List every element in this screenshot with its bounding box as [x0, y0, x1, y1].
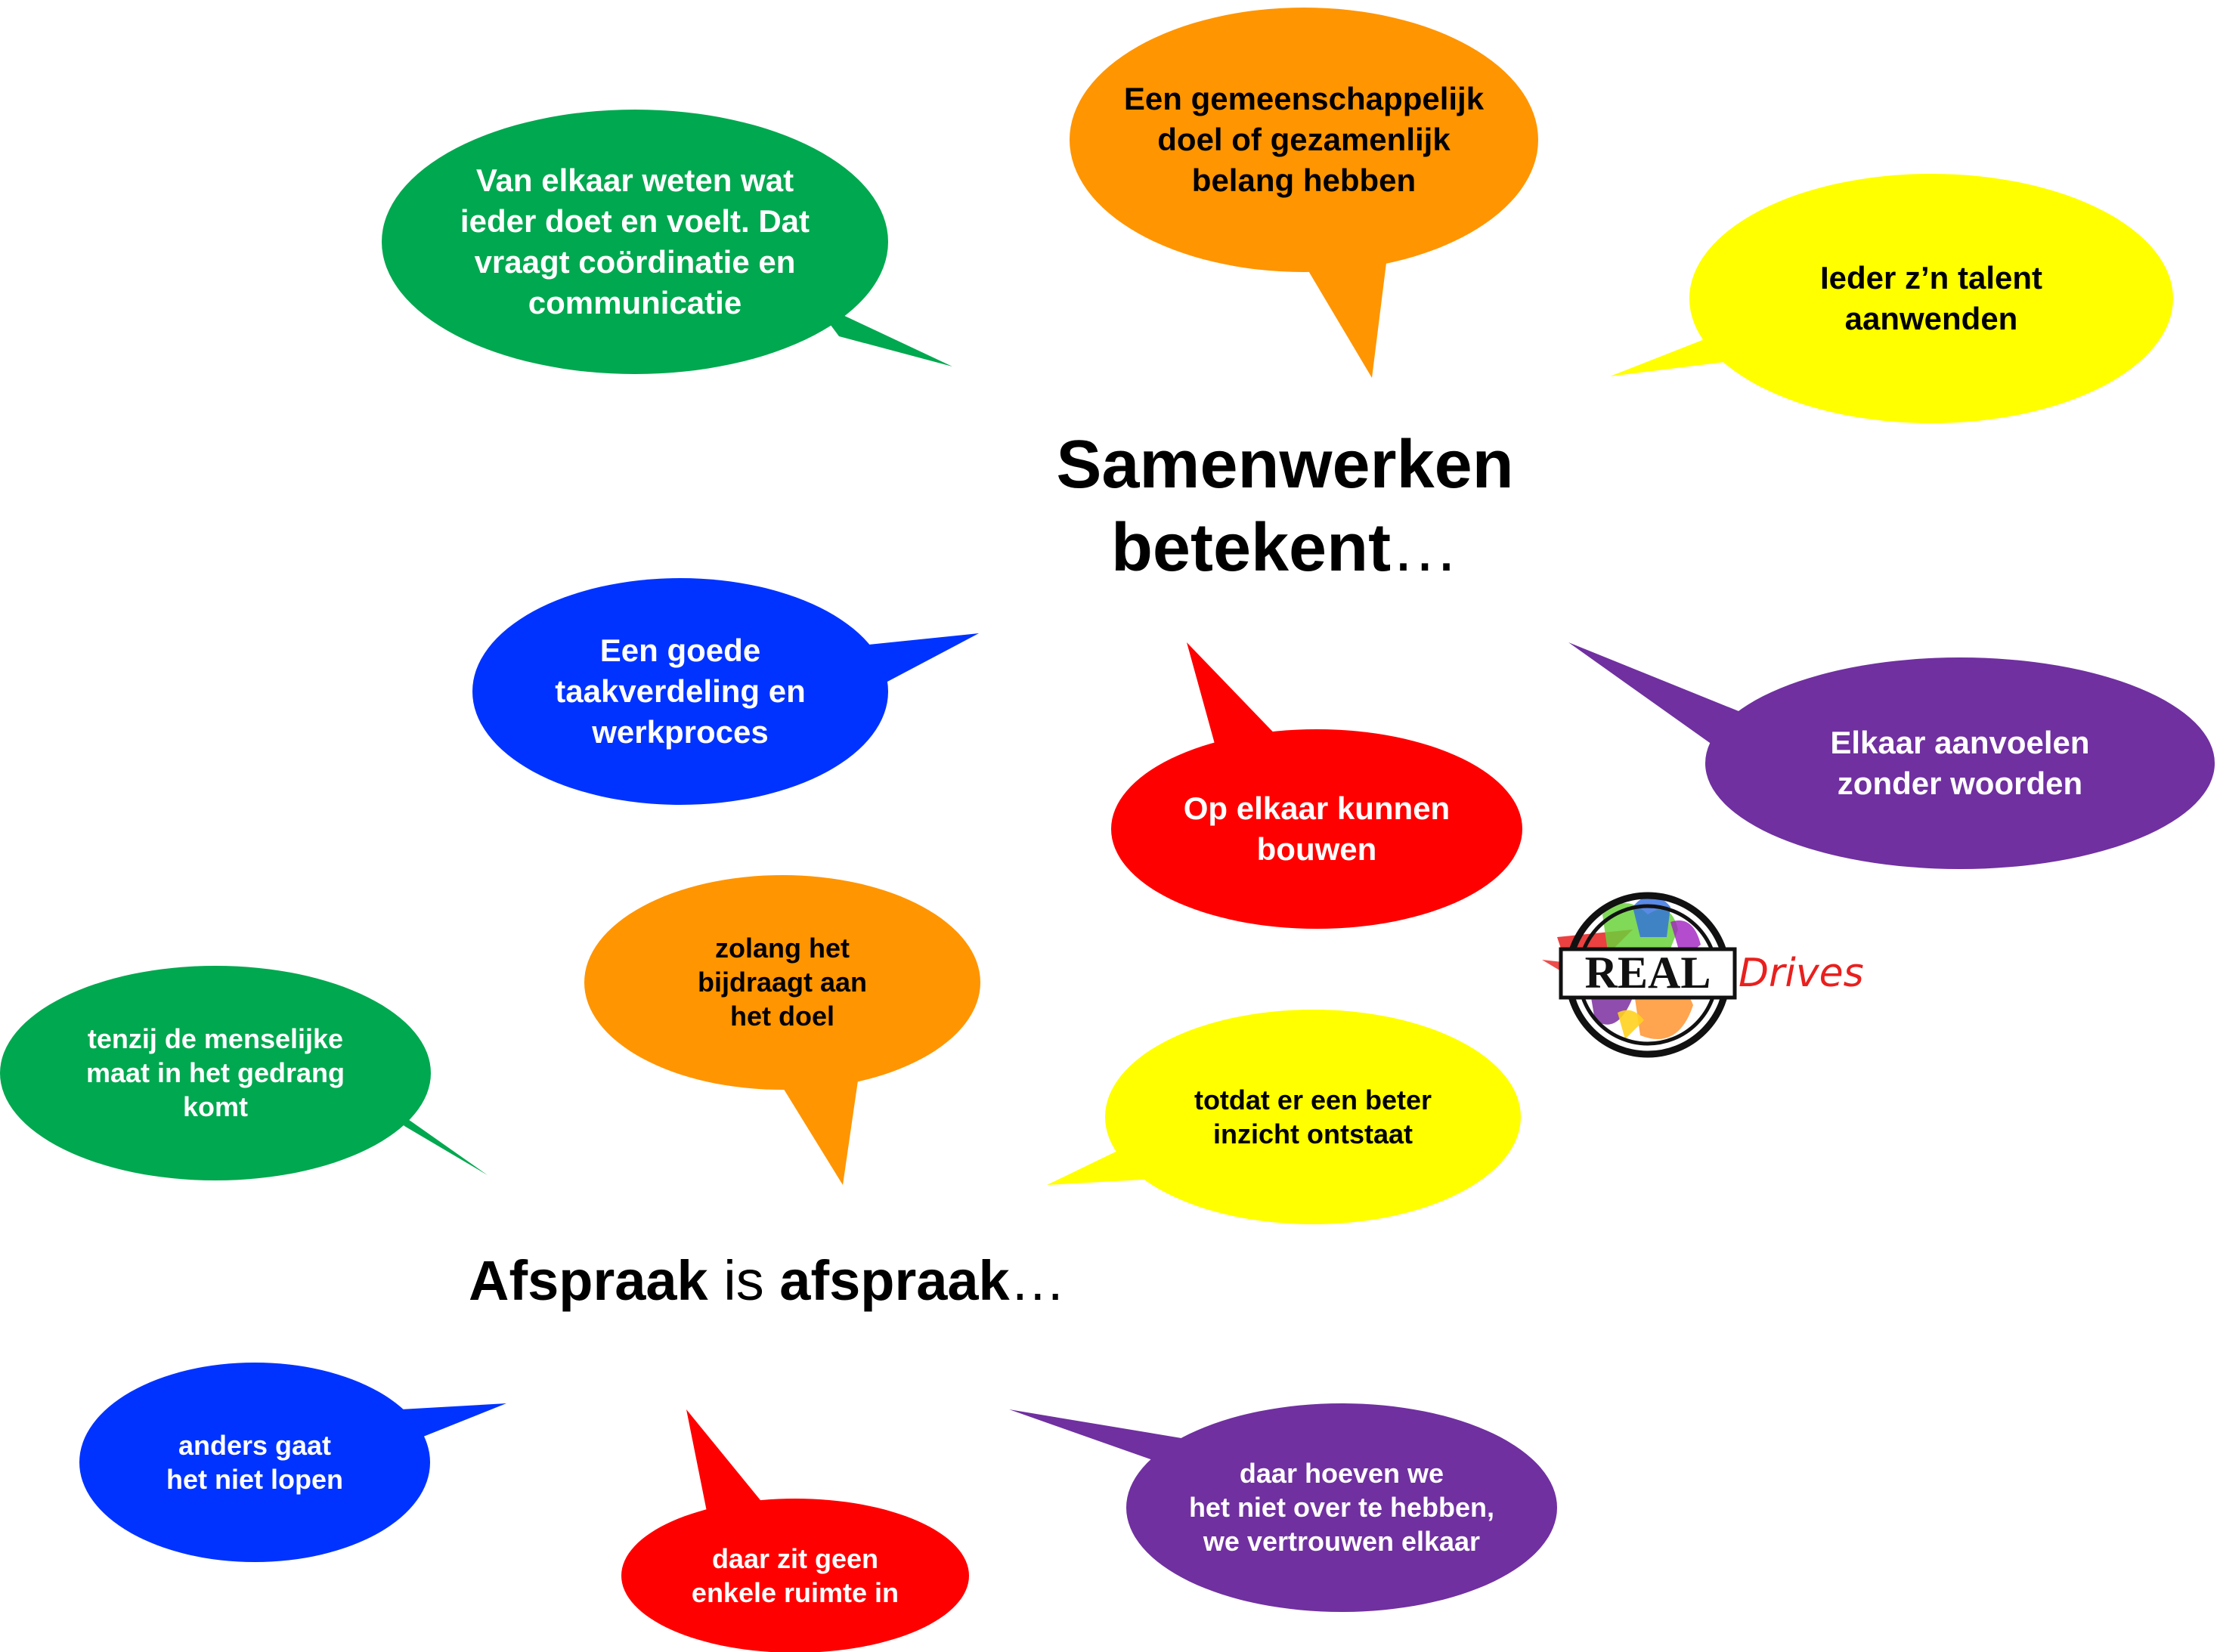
speech-bubble-body — [1070, 8, 1538, 272]
speech-bubble-body — [621, 1499, 969, 1652]
speech-bubble-elkaar-aanvoelen — [1568, 642, 2215, 869]
logo-word-drives: Drives — [1739, 951, 1864, 996]
speech-bubble-body — [1689, 174, 2173, 423]
speech-bubble-talent-aanwenden — [1610, 174, 2173, 423]
second-title-word3: afspraak — [779, 1249, 1010, 1312]
logo-word-real: REAL — [1585, 948, 1711, 998]
speech-bubble-text-goede-taakverdeling: Een goede taakverdeling en werkproces — [555, 633, 806, 750]
real-drives-logo: REAL Drives — [1542, 892, 1864, 1058]
speech-bubble-body — [1111, 729, 1522, 929]
speech-bubble-text-tenzij-menselijke-maat: tenzij de menselijke maat in het gedrang… — [85, 1023, 345, 1123]
speech-bubble-body — [382, 110, 888, 374]
speech-bubble-text-gemeenschappelijk-doel: Een gemeenschappelijk doel of gezamenlij… — [1123, 81, 1485, 198]
speech-bubble-body — [79, 1363, 430, 1562]
speech-bubble-text-op-elkaar-bouwen: Op elkaar kunnen bouwen — [1183, 790, 1451, 867]
speech-bubble-tail — [779, 1081, 858, 1185]
second-title-ellipsis: … — [1009, 1249, 1066, 1312]
speech-bubble-text-van-elkaar-weten: Van elkaar weten wat ieder doet en voelt… — [460, 162, 810, 320]
speech-bubble-tail — [1300, 257, 1387, 378]
speech-bubble-text-vertrouwen-elkaar: daar hoeven we het niet over te hebben, … — [1188, 1458, 1495, 1558]
logo-banner — [1559, 947, 1737, 1000]
speech-bubble-body — [1105, 1010, 1521, 1224]
main-title-line2: betekent… — [968, 506, 1602, 589]
second-title-word2: is — [723, 1249, 764, 1312]
speech-bubble-tail — [385, 1103, 488, 1175]
speech-bubble-tail — [401, 1403, 506, 1440]
second-title: Afspraak is afspraak… — [469, 1247, 1225, 1315]
speech-bubble-op-elkaar-bouwen — [1111, 642, 1522, 929]
speech-bubble-text-elkaar-aanvoelen: Elkaar aanvoelen zonder woorden — [1830, 724, 2090, 801]
speech-bubble-tail — [1187, 642, 1285, 752]
main-title-line2-word: betekent — [1110, 510, 1392, 586]
speech-bubble-geen-ruimte — [621, 1409, 969, 1652]
speech-bubble-text-totdat-beter-inzicht: totdat er een beter inzicht ontstaat — [1194, 1084, 1432, 1149]
speech-bubble-text-geen-ruimte: daar zit geen enkele ruimte in — [691, 1542, 899, 1608]
speech-bubble-body — [472, 578, 888, 805]
speech-bubble-anders-niet-lopen — [79, 1363, 506, 1562]
speech-bubble-zolang-bijdraagt — [584, 875, 980, 1185]
second-title-word1: Afspraak — [469, 1249, 708, 1312]
main-title-line1: Samenwerken — [1056, 427, 1514, 503]
main-title: Samenwerken betekent… — [968, 423, 1602, 589]
speech-bubble-tail — [1568, 642, 1746, 763]
speech-bubble-goede-taakverdeling — [472, 578, 979, 805]
speech-bubble-body — [1705, 657, 2215, 869]
speech-bubble-vertrouwen-elkaar — [1009, 1403, 1557, 1612]
speech-bubble-tenzij-menselijke-maat — [0, 966, 488, 1180]
speech-bubble-tail — [686, 1409, 763, 1511]
speech-bubble-text-zolang-bijdraagt: zolang het bijdraagt aan het doel — [697, 933, 868, 1032]
main-title-ellipsis: … — [1391, 510, 1460, 586]
speech-bubble-totdat-beter-inzicht — [1047, 1010, 1521, 1224]
speech-bubble-text-talent-aanwenden: Ieder z’n talent aanwenden — [1819, 259, 2043, 336]
speech-bubble-tail — [1610, 336, 1731, 376]
speech-bubble-body — [0, 966, 431, 1180]
speech-bubble-body — [584, 875, 980, 1090]
speech-bubble-gemeenschappelijk-doel — [1070, 8, 1538, 378]
speech-bubble-body — [1126, 1403, 1557, 1612]
speech-bubble-tail — [813, 301, 952, 367]
speech-bubble-text-anders-niet-lopen: anders gaat het niet lopen — [166, 1429, 343, 1495]
speech-bubble-van-elkaar-weten — [382, 110, 952, 374]
